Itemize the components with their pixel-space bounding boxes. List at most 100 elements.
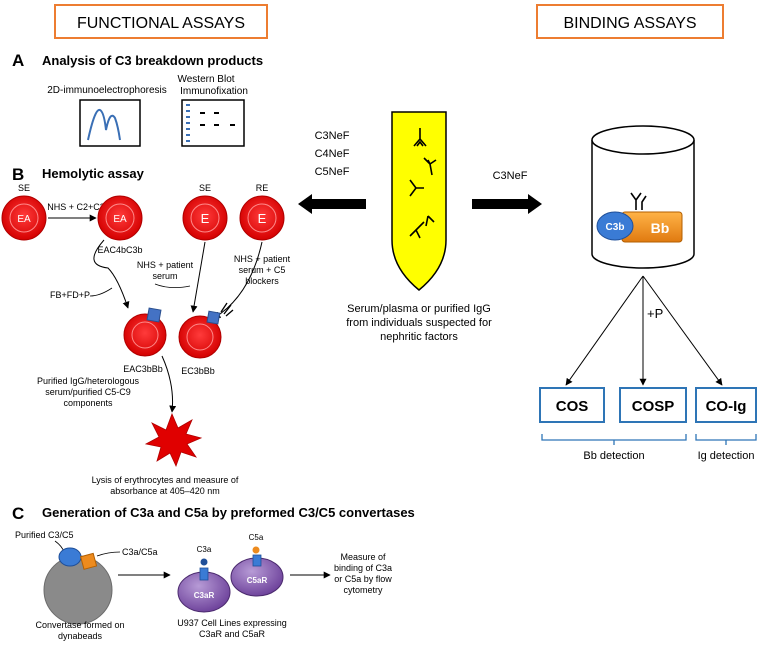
lysis-label-2: absorbance at 405–420 nm bbox=[110, 486, 220, 496]
big-arrow-left bbox=[298, 194, 366, 214]
e-label-2: E bbox=[258, 211, 267, 226]
c3a-c5a-label: C3a/C5a bbox=[122, 547, 158, 557]
coig-label: CO-Ig bbox=[706, 398, 747, 415]
lysis-burst bbox=[144, 412, 203, 468]
ec3bbb-cell bbox=[178, 302, 234, 359]
c5a-label: C5a bbox=[249, 533, 264, 542]
ig-detection-bracket bbox=[695, 434, 757, 445]
measure-label-3: or C5a by flow bbox=[334, 574, 392, 584]
se-label-2: SE bbox=[199, 183, 211, 193]
cos-box bbox=[539, 387, 605, 423]
section-c-title: Generation of C3a and C5a by preformed C… bbox=[42, 505, 415, 520]
ec3bbb-label: EC3bBb bbox=[181, 366, 215, 376]
e-cell-2: E bbox=[239, 195, 285, 241]
arrow-e1-to-ec3bbb bbox=[190, 241, 206, 313]
arrow-to-lysis bbox=[161, 355, 177, 413]
ea-label-1: EA bbox=[17, 214, 31, 225]
purified-label-3: components bbox=[63, 398, 113, 408]
convertase-label-2: dynabeads bbox=[58, 631, 103, 641]
ea-cell-1: EA bbox=[1, 195, 47, 241]
ea-label-2: EA bbox=[113, 214, 127, 225]
western-blot-box bbox=[181, 99, 245, 147]
eac3bbb-label: EAC3bBb bbox=[123, 364, 163, 374]
big-arrow-right bbox=[472, 194, 542, 214]
cos-label: COS bbox=[556, 398, 589, 415]
section-a-letter: A bbox=[12, 51, 24, 70]
c3a-label: C3a bbox=[197, 545, 212, 554]
bb-detection-label: Bb detection bbox=[583, 450, 644, 462]
eac3bbb-cell bbox=[123, 307, 167, 357]
e-cell-1: E bbox=[182, 195, 228, 241]
line-to-cos bbox=[565, 275, 644, 386]
section-c-letter: C bbox=[12, 504, 24, 523]
u937-label-1: U937 Cell Lines expressing bbox=[177, 618, 287, 628]
immunoelectrophoresis-label: 2D-immunoelectrophoresis bbox=[47, 85, 167, 96]
c3a-molecule bbox=[200, 558, 208, 566]
c5ar-text: C5aR bbox=[247, 576, 268, 585]
immunofixation-label: Immunofixation bbox=[180, 86, 248, 97]
c3bbb-complex: Bb C3b bbox=[596, 192, 683, 243]
fb-fd-p-label: FB+FD+P bbox=[50, 290, 90, 300]
purified-c3c5-label: Purified C3/C5 bbox=[15, 530, 74, 540]
bb-detection-bracket bbox=[541, 434, 687, 445]
functional-header: FUNCTIONAL ASSAYS bbox=[77, 15, 245, 32]
c3b-text: C3b bbox=[606, 222, 625, 233]
nhs-blockers-label-1: NHS + patient bbox=[234, 254, 291, 264]
ea-cell-2: EA bbox=[97, 195, 143, 241]
convertase-label-1: Convertase formed on bbox=[35, 620, 124, 630]
c5ar-cell: C5aR bbox=[230, 554, 284, 597]
se-label-1: SE bbox=[18, 183, 30, 193]
arrow-eac4-to-eac3bbb bbox=[93, 239, 130, 309]
lysis-label-1: Lysis of erythrocytes and measure of bbox=[92, 475, 239, 485]
serum-label-3: nephritic factors bbox=[380, 331, 458, 343]
re-label: RE bbox=[256, 183, 269, 193]
serum-label-1: Serum/plasma or purified IgG bbox=[347, 303, 491, 315]
nhs-patient-label-1: NHS + patient bbox=[137, 260, 194, 270]
ig-detection-label: Ig detection bbox=[698, 450, 755, 462]
c3ar-cell: C3aR bbox=[177, 567, 231, 613]
binding-header: BINDING ASSAYS bbox=[563, 15, 696, 32]
measure-label-4: cytometry bbox=[343, 585, 383, 595]
nhs-c2c3-label: NHS + C2+C3 bbox=[47, 202, 105, 212]
cosp-box bbox=[619, 387, 687, 423]
nef-label-2: C4NeF bbox=[315, 148, 350, 160]
sample-tube bbox=[391, 111, 447, 291]
immunoelectrophoresis-box bbox=[79, 99, 141, 147]
u937-label-2: C3aR and C5aR bbox=[199, 629, 266, 639]
e-label-1: E bbox=[201, 211, 210, 226]
right-nef-label: C3NeF bbox=[493, 170, 528, 182]
serum-label-2: from individuals suspected for bbox=[346, 317, 492, 329]
nhs-blockers-label-3: blockers bbox=[245, 276, 279, 286]
section-b-title: Hemolytic assay bbox=[42, 166, 145, 181]
nef-label-3: C5NeF bbox=[315, 166, 350, 178]
plus-p-label: +P bbox=[647, 306, 663, 321]
c5a-molecule bbox=[252, 546, 260, 554]
nef-label-1: C3NeF bbox=[315, 130, 350, 142]
purified-label-1: Purified IgG/heterologous bbox=[37, 376, 140, 386]
section-b-letter: B bbox=[12, 165, 24, 184]
antibody-icons bbox=[409, 128, 437, 239]
arrow-e2-to-ec3bbb bbox=[213, 241, 263, 319]
nhs-blockers-label-2: serum + C5 bbox=[239, 265, 286, 275]
section-a-title: Analysis of C3 breakdown products bbox=[42, 53, 263, 68]
measure-label-1: Measure of bbox=[340, 552, 386, 562]
c3a-c5a-leader bbox=[96, 551, 121, 557]
line-to-coig bbox=[642, 275, 723, 386]
eac4bc3b-label: EAC4bC3b bbox=[97, 245, 142, 255]
dynabead bbox=[43, 547, 113, 625]
purified-label-2: serum/purified C5-C9 bbox=[45, 387, 131, 397]
western-blot-bands bbox=[186, 104, 235, 142]
immunoelectrophoresis-curve bbox=[87, 108, 121, 141]
binding-header-box bbox=[536, 4, 724, 39]
bb-text: Bb bbox=[651, 220, 670, 236]
binding-well bbox=[591, 125, 695, 269]
western-blot-label: Western Blot bbox=[177, 74, 234, 85]
coig-box bbox=[695, 387, 757, 423]
cosp-label: COSP bbox=[632, 398, 675, 415]
nhs-patient-leader bbox=[154, 283, 191, 288]
nhs-patient-label-2: serum bbox=[152, 271, 177, 281]
measure-label-2: binding of C3a bbox=[334, 563, 392, 573]
functional-header-box bbox=[54, 4, 268, 39]
c3ar-text: C3aR bbox=[194, 591, 215, 600]
